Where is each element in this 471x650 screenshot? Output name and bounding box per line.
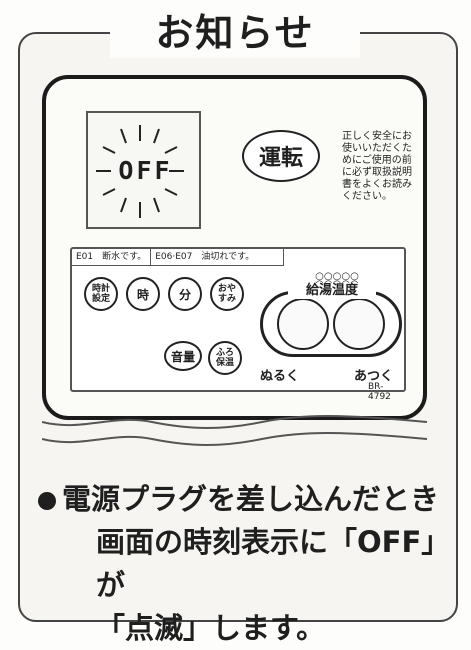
model-number: BR-4792 [368,382,391,402]
error-code-e06-e07: E06·E07 油切れです。 [155,252,255,262]
hour-button[interactable]: 時 [126,277,160,311]
lcd-off-text: OFF [118,156,173,185]
temperature-label: 給湯温度 [288,283,376,299]
temp-up-knob[interactable] [333,298,385,350]
page-title: お知らせ [110,8,360,58]
bullet-icon [38,492,56,510]
temp-high-label: あつく [354,369,394,384]
sleep-button[interactable]: おや すみ [210,277,244,311]
control-panel: E01 断水です。 E06·E07 油切れです。 時計 設定 時 分 おや すみ… [70,247,406,402]
run-button[interactable]: 運転 [242,130,320,182]
notice-line-3: 「点滅」します。 [96,611,326,645]
notice-text: 電源プラグを差し込んだとき 画面の時刻表示に「OFF」が 「点滅」します。 [38,478,448,650]
error-code-bar: E01 断水です。 E06·E07 油切れです。 [72,249,284,266]
error-code-e01: E01 断水です。 [72,249,152,265]
safety-note: 正しく安全にお 使いいただくた めにご使用の前 に必ず取扱説明 書をよくお読み … [342,131,412,202]
notice-line-1: 電源プラグを差し込んだとき [38,478,448,521]
clock-setting-button[interactable]: 時計 設定 [84,277,118,311]
temperature-control [260,291,402,357]
wavy-cable-lines [42,415,427,446]
water-heater-controller: OFF 運転 正しく安全にお 使いいただくた めにご使用の前 に必ず取扱説明 書… [42,75,427,420]
lcd-screen: OFF [86,111,201,229]
bath-keep-warm-button[interactable]: ふろ 保温 [208,341,242,375]
blink-lines-icon [96,125,184,218]
notice-line-2: 画面の時刻表示に「OFF」が [96,525,436,602]
temp-down-knob[interactable] [277,298,329,350]
temp-low-label: ぬるく [260,369,300,384]
minute-button[interactable]: 分 [168,277,202,311]
volume-button[interactable]: 音量 [164,341,202,371]
